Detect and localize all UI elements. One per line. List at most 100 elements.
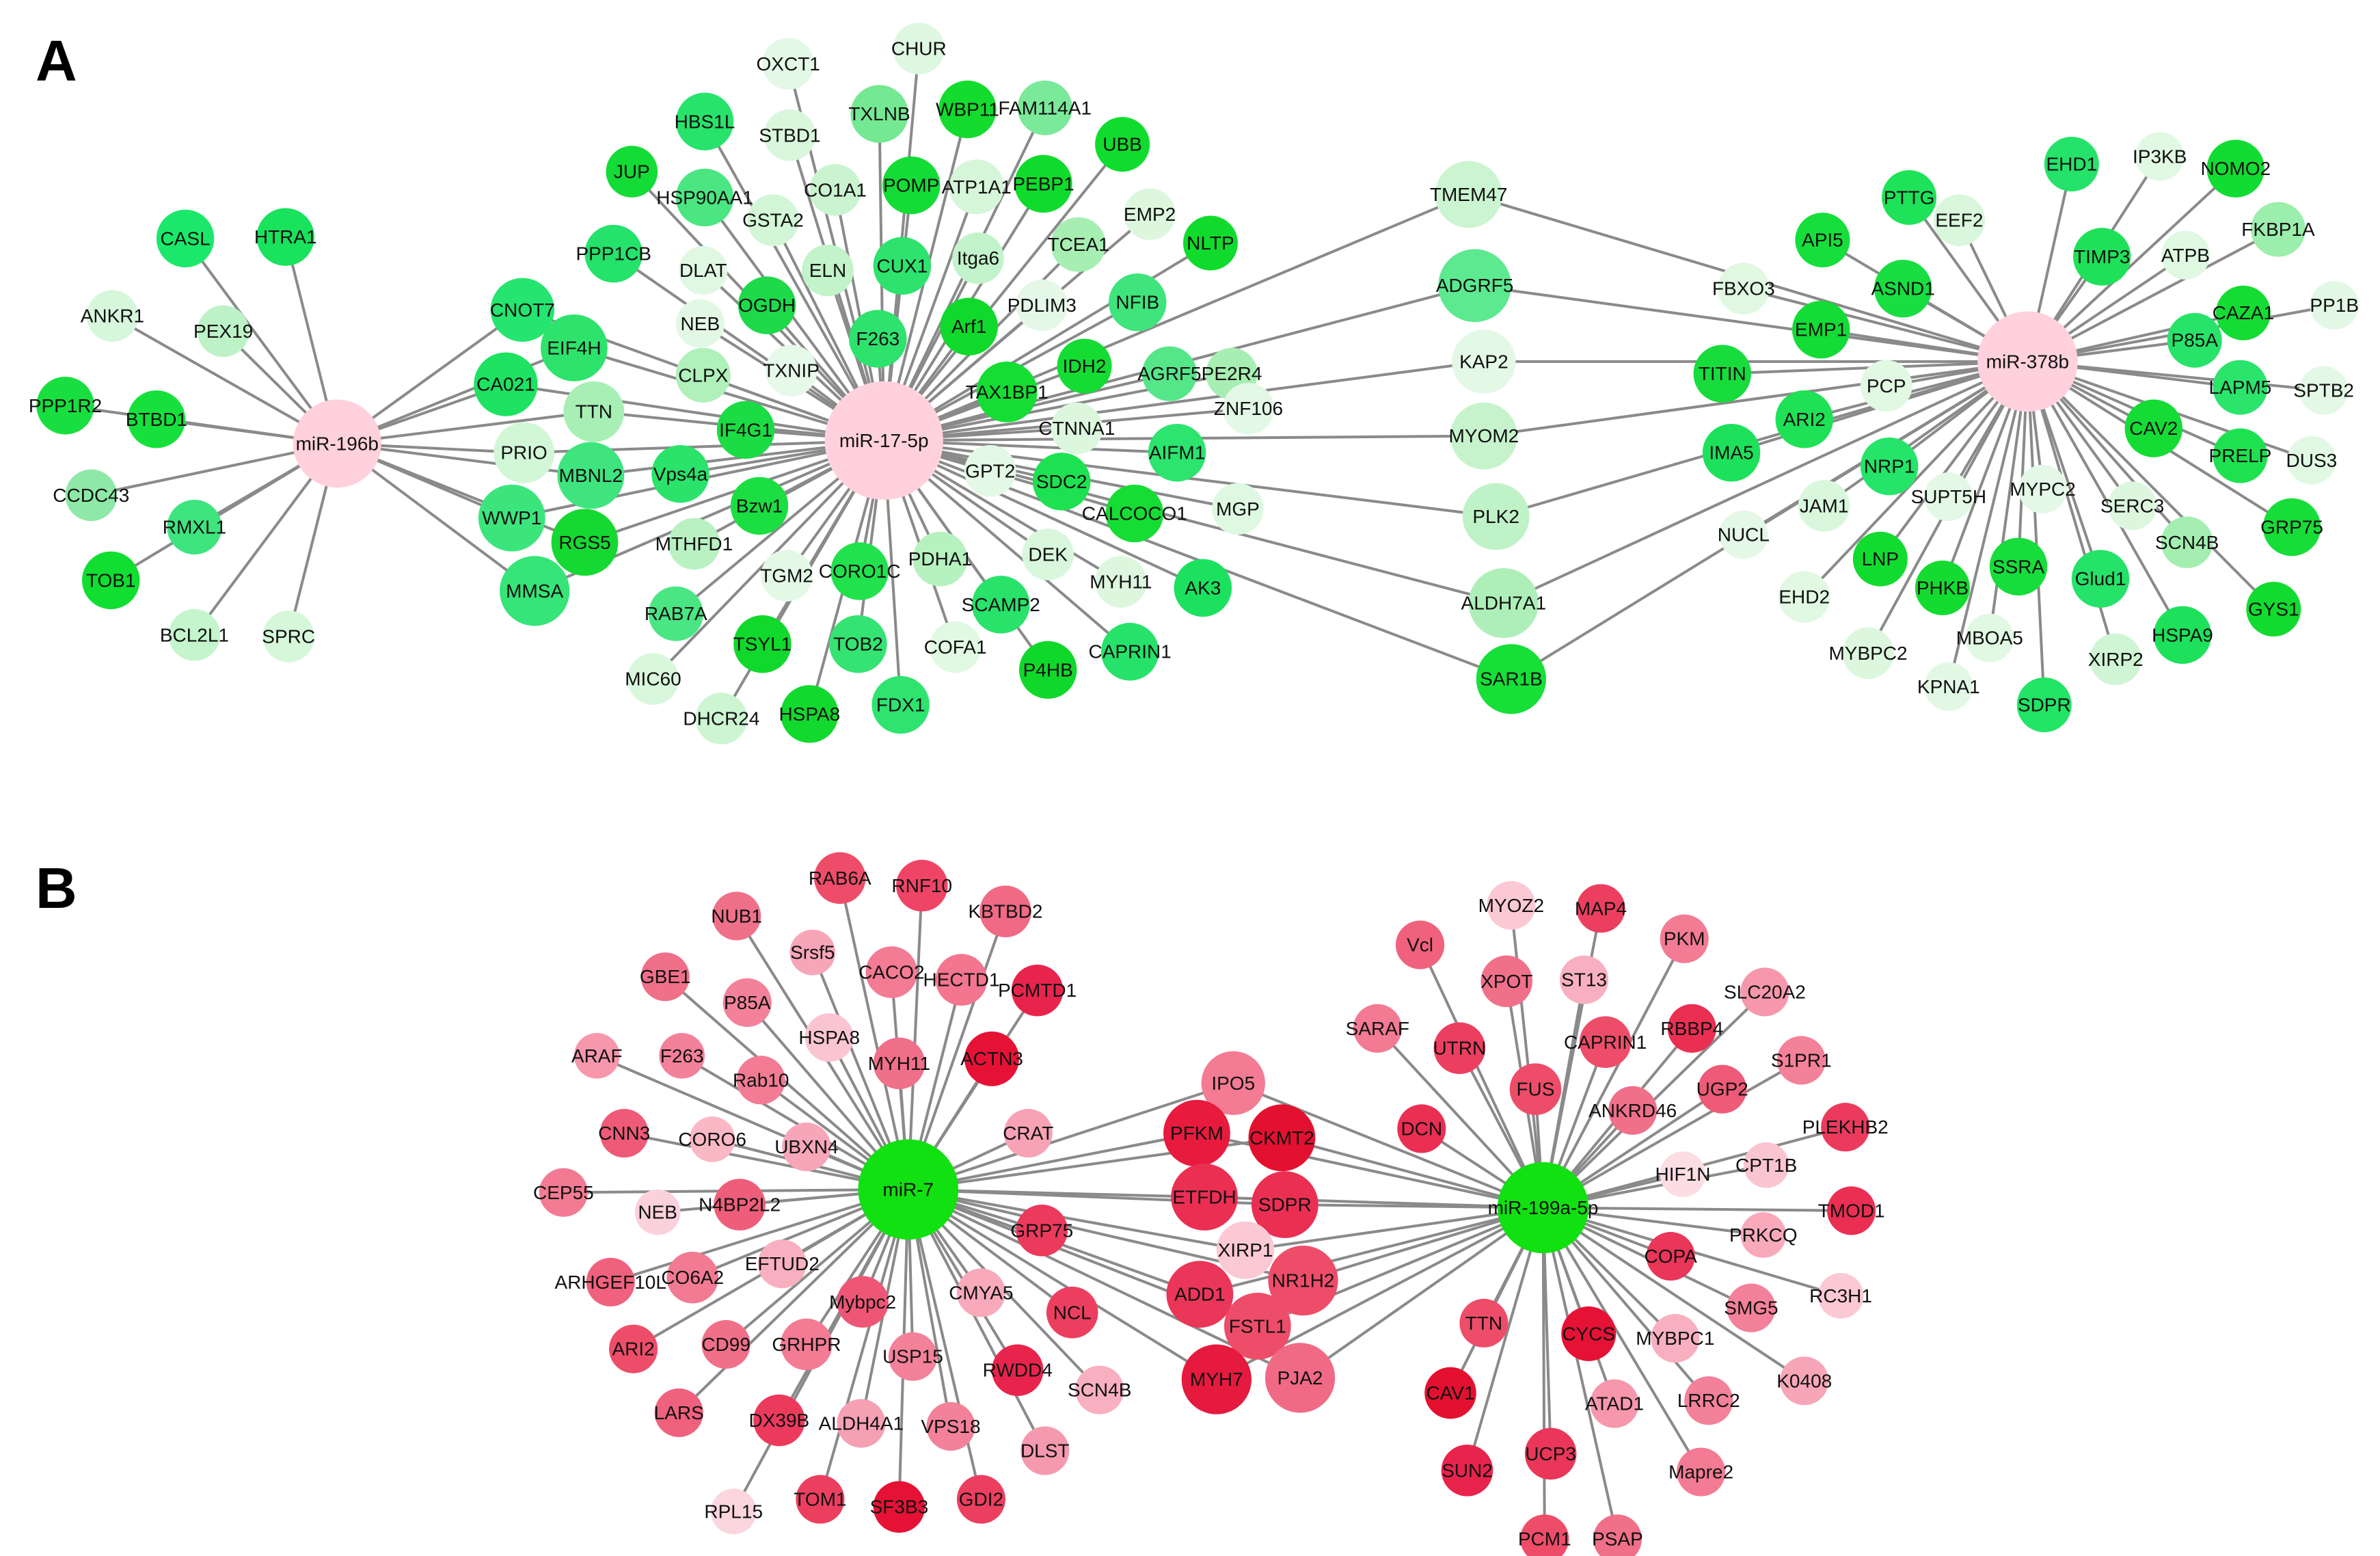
gene-node-circle[interactable] — [710, 1488, 757, 1535]
gene-node-circle[interactable] — [912, 531, 968, 587]
gene-node[interactable]: EHD1 — [2044, 136, 2099, 191]
gene-node[interactable]: DLST — [1020, 1426, 1070, 1475]
gene-node[interactable]: DHCR24 — [683, 693, 759, 745]
gene-node[interactable]: RAB7A — [645, 586, 707, 641]
gene-node[interactable]: SF3B3 — [870, 1481, 929, 1533]
gene-node[interactable]: CAZA1 — [2213, 285, 2274, 340]
gene-node-circle[interactable] — [675, 299, 725, 348]
gene-node-circle[interactable] — [956, 1475, 1005, 1524]
gene-node[interactable]: SMG5 — [1724, 1283, 1779, 1332]
gene-node[interactable]: OXCT1 — [757, 38, 820, 90]
gene-node[interactable]: POMP — [882, 156, 941, 215]
gene-node-circle[interactable] — [1433, 1022, 1486, 1074]
gene-node-circle[interactable] — [557, 442, 625, 509]
gene-node[interactable]: AIFM1 — [1148, 423, 1206, 482]
gene-node[interactable]: KAP2 — [1452, 330, 1516, 394]
gene-node-circle[interactable] — [2206, 139, 2265, 198]
gene-node[interactable]: CYCS — [1561, 1306, 1617, 1361]
gene-node-circle[interactable] — [1095, 117, 1150, 172]
gene-node-circle[interactable] — [1740, 967, 1789, 1017]
gene-node-circle[interactable] — [627, 653, 679, 706]
gene-node-circle[interactable] — [1480, 955, 1532, 1008]
gene-node[interactable]: BTBD1 — [126, 390, 187, 448]
gene-node[interactable]: SLC20A2 — [1724, 967, 1806, 1017]
gene-node-circle[interactable] — [804, 1013, 854, 1062]
gene-node-circle[interactable] — [197, 305, 249, 358]
gene-node-circle[interactable] — [730, 477, 789, 535]
gene-node-circle[interactable] — [1051, 217, 1106, 272]
gene-node[interactable]: FDX1 — [871, 675, 930, 734]
gene-node-circle[interactable] — [1011, 964, 1064, 1017]
gene-node[interactable]: EEF2 — [1933, 194, 1986, 246]
gene-node-circle[interactable] — [2161, 230, 2210, 280]
gene-node-circle[interactable] — [753, 1394, 805, 1447]
gene-node[interactable]: ETFDH — [1171, 1164, 1238, 1231]
gene-node-circle[interactable] — [2215, 285, 2271, 340]
gene-node-circle[interactable] — [979, 885, 1031, 937]
gene-node[interactable]: CHUR — [891, 23, 947, 75]
gene-node[interactable]: RPL15 — [704, 1488, 763, 1535]
gene-node[interactable]: ACTN3 — [960, 1031, 1023, 1086]
gene-node-circle[interactable] — [1852, 531, 1908, 587]
gene-node[interactable]: RWDD4 — [983, 1344, 1053, 1397]
gene-node[interactable]: BCL2L1 — [160, 609, 229, 661]
gene-node-circle[interactable] — [1821, 1103, 1870, 1152]
gene-node[interactable]: SARAF — [1346, 1004, 1409, 1053]
gene-node[interactable]: COFA1 — [924, 621, 987, 673]
gene-node-circle[interactable] — [1561, 1306, 1617, 1361]
gene-node[interactable]: HIF1N — [1655, 1151, 1711, 1197]
gene-node-circle[interactable] — [167, 500, 222, 555]
gene-node-circle[interactable] — [1353, 1004, 1402, 1053]
gene-node-circle[interactable] — [1435, 161, 1502, 228]
gene-node[interactable]: PPP1R2 — [29, 377, 102, 435]
gene-node[interactable]: PEBP1 — [1012, 155, 1074, 213]
gene-node-circle[interactable] — [1141, 346, 1197, 401]
gene-node[interactable]: PEX19 — [193, 305, 253, 358]
gene-node[interactable]: SDPR — [2016, 678, 2072, 733]
gene-node-circle[interactable] — [736, 1056, 785, 1105]
gene-node[interactable]: NEB — [634, 1189, 681, 1235]
gene-node[interactable]: MYH7 — [1181, 1344, 1252, 1414]
gene-node[interactable]: KBTBD2 — [968, 885, 1042, 937]
gene-node-circle[interactable] — [640, 952, 690, 1002]
gene-node[interactable]: ANKRD46 — [1588, 1086, 1677, 1135]
gene-node[interactable]: MYBPC2 — [1828, 627, 1908, 680]
gene-node-circle[interactable] — [733, 615, 792, 673]
gene-node[interactable]: K0408 — [1776, 1356, 1832, 1406]
gene-node[interactable]: XIRP1 — [1216, 1221, 1275, 1279]
gene-node-circle[interactable] — [675, 347, 731, 403]
gene-node[interactable]: FKBP1A — [2241, 202, 2315, 257]
gene-node-circle[interactable] — [599, 1109, 649, 1158]
gene-node[interactable]: Srsf5 — [789, 929, 836, 976]
gene-node[interactable]: TOB1 — [81, 551, 140, 610]
gene-node[interactable]: XPOT — [1480, 955, 1532, 1008]
gene-node[interactable]: NUB1 — [711, 891, 762, 941]
gene-node-circle[interactable] — [802, 244, 854, 297]
gene-node-circle[interactable] — [1684, 1376, 1733, 1425]
gene-node[interactable]: P85A — [2167, 312, 2222, 368]
gene-node[interactable]: ELN — [802, 244, 854, 297]
gene-node[interactable]: PCMTD1 — [998, 964, 1077, 1017]
gene-node[interactable]: RBBP4 — [1660, 1004, 1723, 1053]
gene-node-circle[interactable] — [850, 85, 908, 143]
gene-node-circle[interactable] — [654, 1388, 703, 1438]
gene-node-circle[interactable] — [490, 278, 555, 342]
gene-node-circle[interactable] — [1827, 1186, 1876, 1235]
gene-node[interactable]: MGP — [1212, 483, 1264, 535]
gene-node[interactable]: SUN2 — [1441, 1445, 1493, 1497]
gene-node-circle[interactable] — [1022, 528, 1074, 580]
gene-node[interactable]: MBNL2 — [557, 442, 625, 509]
gene-node[interactable]: SSRA — [1989, 537, 2048, 596]
gene-node-circle[interactable] — [893, 23, 945, 75]
gene-node-circle[interactable] — [1016, 1205, 1068, 1257]
gene-node-circle[interactable] — [722, 978, 772, 1028]
gene-node-circle[interactable] — [2161, 516, 2213, 569]
gene-node[interactable]: PCM1 — [1518, 1514, 1571, 1556]
gene-node-circle[interactable] — [1795, 213, 1850, 268]
gene-node-circle[interactable] — [1579, 1016, 1632, 1069]
gene-node-circle[interactable] — [1924, 472, 1973, 522]
gene-node-circle[interactable] — [895, 859, 948, 912]
gene-node-circle[interactable] — [2299, 366, 2349, 415]
gene-node-circle[interactable] — [2071, 550, 2130, 608]
gene-node[interactable]: JAM1 — [1798, 480, 1850, 532]
